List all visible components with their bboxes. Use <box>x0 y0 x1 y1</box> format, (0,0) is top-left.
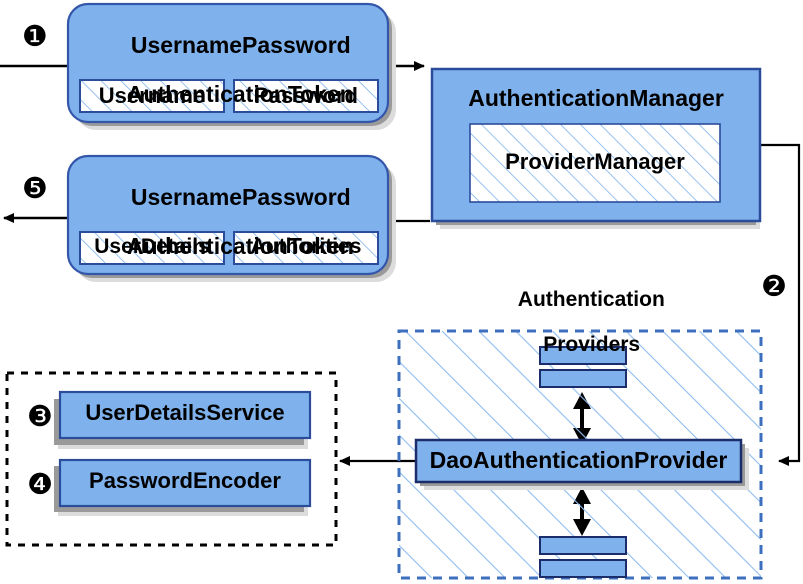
provider-bar-bottom-1 <box>539 536 627 555</box>
response-token-box[interactable] <box>66 154 396 282</box>
step-marker-3: ❸ <box>27 399 53 433</box>
services-container[interactable] <box>5 371 338 547</box>
request-token-box[interactable] <box>66 2 396 130</box>
dao-authentication-provider-box[interactable] <box>414 438 749 490</box>
arrow-manager-to-provider <box>760 143 801 466</box>
step-marker-1: ❶ <box>22 19 48 53</box>
step-marker-4: ❹ <box>27 467 53 501</box>
authentication-manager-box[interactable] <box>430 67 762 229</box>
user-details-service-box[interactable] <box>54 390 312 449</box>
password-encoder-box[interactable] <box>54 458 312 516</box>
provider-bar-bottom-2 <box>539 559 627 578</box>
provider-bar-top-2 <box>539 369 627 388</box>
step-marker-2: ❷ <box>761 269 787 303</box>
provider-bar-top-1 <box>539 346 627 365</box>
step-marker-5: ❺ <box>22 171 48 205</box>
